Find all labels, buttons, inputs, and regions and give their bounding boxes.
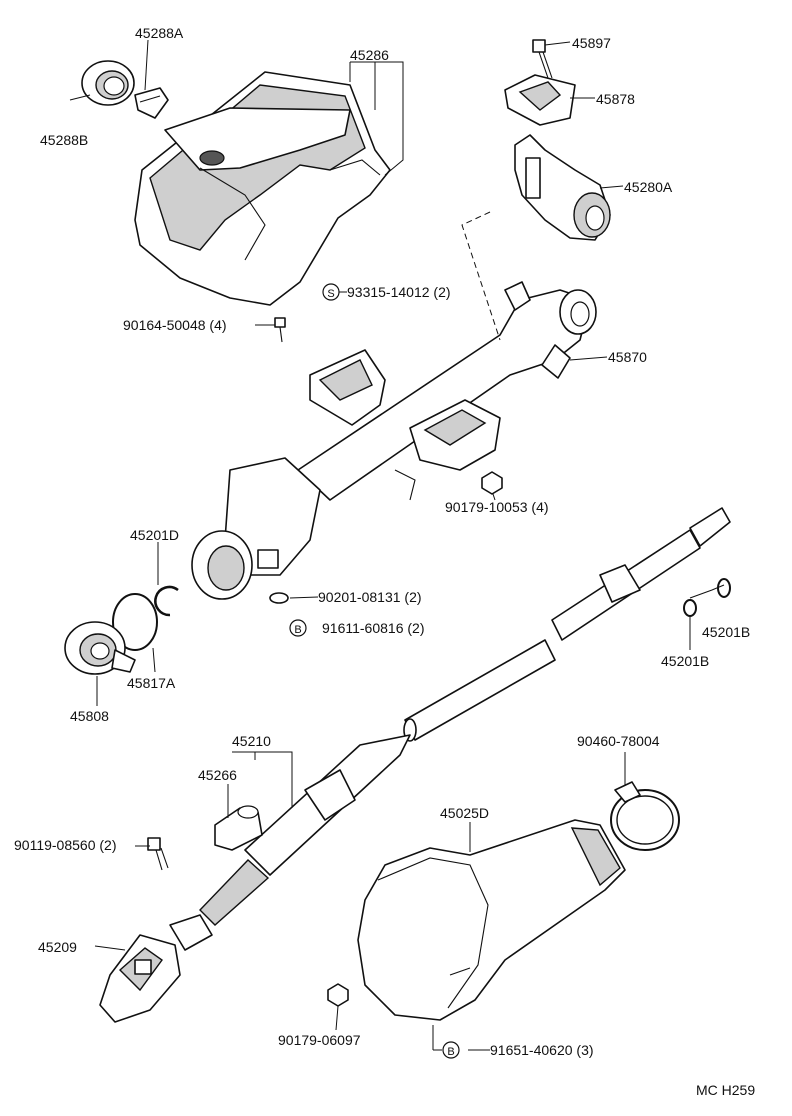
snap-ring-45201B-right [717,578,731,598]
label-90179-06097: 90179-06097 [278,1032,361,1048]
label-45897: 45897 [572,35,611,51]
label-45280A: 45280A [624,179,673,195]
sleeve-45266 [214,805,263,851]
bolt-90119 [147,837,169,871]
clip-45288A [134,87,169,119]
bracket-45878 [504,74,576,126]
label-90164: 90164-50048 (4) [123,317,227,333]
label-45808: 45808 [70,708,109,724]
label-45201D: 45201D [130,527,179,543]
snap-ring-45201B-left [683,599,697,617]
dashed-reference-line [461,211,501,341]
o-ring-45817A [112,593,158,651]
boot-45025D [357,819,626,1021]
label-45025D: 45025D [440,805,489,821]
clamp-90460 [610,781,680,851]
intermediate-shaft-45210 [169,734,411,951]
lock-assembly-45280A [514,134,611,241]
snap-ring-45201D [154,585,179,617]
universal-joint-45209 [99,934,181,1023]
label-45288B: 45288B [40,132,88,148]
label-45266: 45266 [198,767,237,783]
column-tube-45870 [191,281,597,600]
label-90460: 90460-78004 [577,733,660,749]
label-90119: 90119-08560 (2) [14,837,116,853]
svg-text:S: S [327,288,334,300]
label-90179-10053: 90179-10053 (4) [445,499,549,515]
label-90201: 90201-08131 (2) [318,589,422,605]
main-shaft [403,507,731,742]
nut-90179-06097 [327,983,349,1007]
label-91611: 91611-60816 (2) [322,620,424,636]
label-45878: 45878 [596,91,635,107]
label-91651: 91651-40620 (3) [490,1042,594,1058]
column-cover-part [134,71,391,306]
label-45210: 45210 [232,733,271,749]
svg-text:B: B [447,1046,454,1058]
bolt-45897 [532,39,553,79]
label-45201B-left: 45201B [661,653,709,669]
drawing-code: MC H259 [696,1082,755,1098]
seal-45288B [81,60,135,106]
svg-text:B: B [294,624,301,636]
label-45286: 45286 [350,47,389,63]
label-45817A: 45817A [127,675,176,691]
bearing-45808 [64,621,136,675]
label-45288A: 45288A [135,25,184,41]
label-45209: 45209 [38,939,77,955]
s-symbol: S [322,283,340,301]
label-93315: 93315-14012 (2) [347,284,451,300]
label-45201B-right: 45201B [702,624,750,640]
nut-90179-10053 [481,471,503,495]
screw-90164 [274,317,286,343]
leader-lines [69,39,725,1051]
washer-90201 [269,592,289,604]
b-symbol-91651: B [442,1041,460,1059]
label-45870: 45870 [608,349,647,365]
b-symbol-91611: B [289,619,307,637]
